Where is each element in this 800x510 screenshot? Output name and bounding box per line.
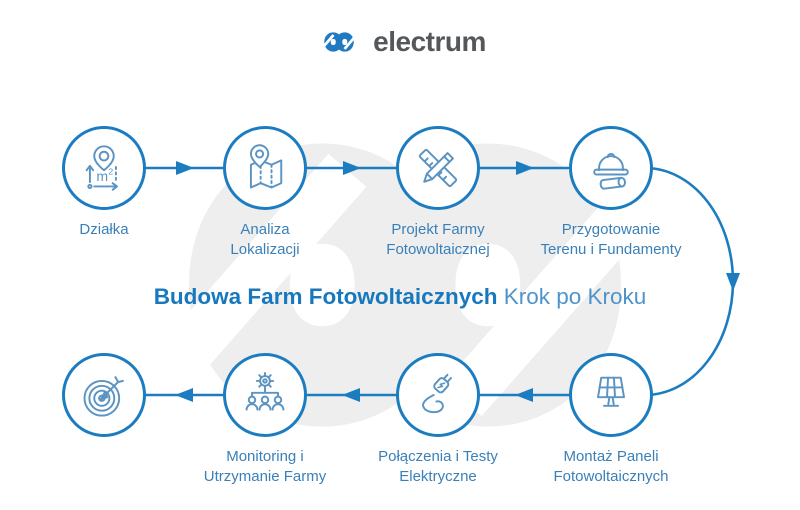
step-node-goal <box>19 353 189 447</box>
pencil-ruler-icon <box>418 148 458 188</box>
step-node-polaczenia-testy: Połączenia i Testy Elektryczne <box>353 353 523 487</box>
flow-arrowhead-down <box>726 273 740 291</box>
flow-arrowhead-left <box>175 388 193 402</box>
logo: electrum <box>0 26 800 58</box>
map-location-icon <box>249 144 283 189</box>
step-label: Analiza Lokalizacji <box>230 221 300 258</box>
flow-arrowhead-right <box>516 161 534 175</box>
step-circle <box>569 126 653 210</box>
flow-arrowhead-right <box>343 161 361 175</box>
step-label: Przygotowanie Terenu i Fundamenty <box>540 221 682 258</box>
target-goal-icon <box>83 376 124 417</box>
step-node-przygotowanie-terenu: Przygotowanie Terenu i Fundamenty <box>526 126 696 260</box>
page-title-light: Krok po Kroku <box>497 284 647 309</box>
flow-arrowhead-left <box>342 388 360 402</box>
step-label: Monitoring i Utrzymanie Farmy <box>203 448 327 485</box>
solar-panel-icon <box>597 376 625 407</box>
svg-text:2: 2 <box>108 167 113 177</box>
step-circle <box>62 353 146 437</box>
step-label: Projekt Farmy Fotowoltaicznej <box>386 221 490 258</box>
step-circle <box>223 353 307 437</box>
step-node-projekt-farmy: Projekt Farmy Fotowoltaicznej <box>353 126 523 260</box>
step-node-monitoring-utrzymanie: Monitoring i Utrzymanie Farmy <box>180 353 350 487</box>
hard-hat-icon <box>593 153 629 190</box>
flow-arrowhead-left <box>515 388 533 402</box>
page-title-bold: Budowa Farm Fotowoltaicznych <box>153 284 498 309</box>
step-circle <box>223 126 307 210</box>
step-label: Działka <box>79 221 129 238</box>
step-label: Połączenia i Testy Elektryczne <box>378 448 498 485</box>
svg-text:m: m <box>96 168 108 184</box>
logo-brand-text: electrum <box>373 26 486 57</box>
gear-team-icon <box>245 372 285 411</box>
step-circle <box>396 126 480 210</box>
step-node-dzialka: m 2 Działka <box>19 126 189 240</box>
electrum-infinity-mark-icon <box>320 32 358 52</box>
page-title: Budowa Farm Fotowoltaicznych Krok po Kro… <box>0 284 800 310</box>
step-circle: m 2 <box>62 126 146 210</box>
step-node-montaz-paneli: Montaż Paneli Fotowoltaicznych <box>526 353 696 487</box>
flow-arrowhead-right <box>176 161 194 175</box>
step-node-analiza-lokalizacji: Analiza Lokalizacji <box>180 126 350 260</box>
step-label: Montaż Paneli Fotowoltaicznych <box>553 448 669 485</box>
step-circle <box>396 353 480 437</box>
plot-area-icon: m 2 <box>85 145 118 191</box>
step-circle <box>569 353 653 437</box>
electric-plug-icon <box>422 373 452 414</box>
